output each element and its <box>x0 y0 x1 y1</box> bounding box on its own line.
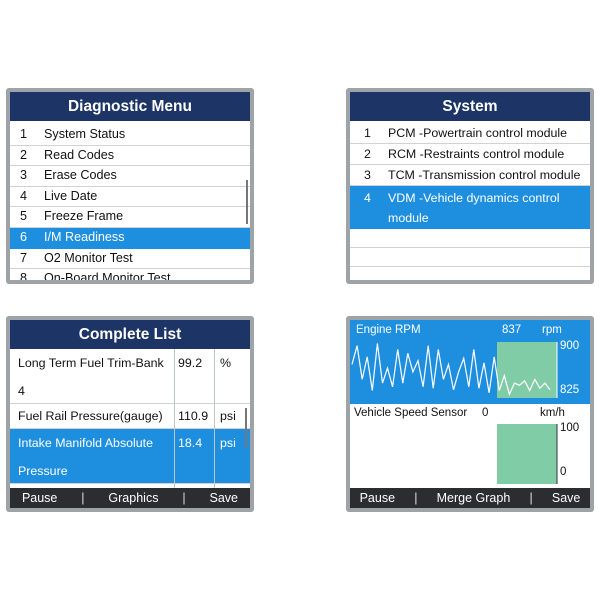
diagnostic-menu-body: Diagnostic Menu 1 System Status 2 Read Cod… <box>10 92 250 280</box>
system-empty-row <box>350 248 590 267</box>
system-empty-row <box>350 229 590 248</box>
menu-item-label: O2 Monitor Test <box>44 250 133 265</box>
pid-row-fuel-rail-pressure[interactable]: Fuel Rail Pressure(gauge) 110.9 psi <box>10 404 250 429</box>
system-item-rcm[interactable]: 2 RCM -Restraints control module <box>350 144 590 165</box>
diagnostic-menu-title: Diagnostic Menu <box>10 92 250 121</box>
menu-scrollbar[interactable] <box>246 180 248 224</box>
speed-highlight-region <box>497 424 557 484</box>
merge-graph-button[interactable]: Merge Graph <box>436 491 511 505</box>
menu-item-number: 2 <box>20 147 28 162</box>
pid-row-fuel-trim[interactable]: Long Term Fuel Trim-Bank 4 99.2 % <box>10 349 250 404</box>
system-list: 1 PCM -Powertrain control module 2 RCM -Re… <box>350 121 590 280</box>
complete-list-title: Complete List <box>10 320 250 349</box>
vehicle-speed-graph: Vehicle Speed Sensor 0 km/h 100 0 <box>350 404 590 488</box>
rpm-trace-line <box>351 343 551 397</box>
complete-list-button-bar: Pause | Graphics | Save <box>10 488 250 508</box>
menu-item-erase-codes[interactable]: 3 Erase Codes <box>10 166 250 187</box>
vehicle-speed-unit: km/h <box>540 407 565 419</box>
system-title: System <box>350 92 590 121</box>
pause-button[interactable]: Pause <box>21 491 58 505</box>
list-scrollbar[interactable] <box>245 408 247 448</box>
pid-unit: % <box>220 356 232 370</box>
menu-item-im-readiness[interactable]: 6 I/M Readiness <box>10 227 250 249</box>
menu-item-on-board-monitor-test[interactable]: 8 On-Board Monitor Test <box>10 269 250 280</box>
pid-name: Long Term Fuel Trim-Bank 4 <box>18 356 164 398</box>
pid-unit: psi <box>220 409 236 423</box>
menu-item-system-status[interactable]: 1 System Status <box>10 125 250 146</box>
pid-name: Fuel Rail Pressure(gauge) <box>18 409 163 423</box>
system-item-label: RCM -Restraints control module <box>388 147 565 161</box>
complete-list-screen: Complete List Long Term Fuel Trim-Bank 4… <box>6 316 254 512</box>
button-separator: | <box>529 491 533 505</box>
pid-unit: psi <box>220 436 236 450</box>
system-screen: System 1 PCM -Powertrain control module 2… <box>346 88 594 284</box>
menu-item-label: On-Board Monitor Test <box>44 271 171 280</box>
pid-name: Intake Manifold Absolute Pressure <box>18 436 154 478</box>
column-divider <box>174 349 175 488</box>
system-empty-row <box>350 267 590 280</box>
graph-body: Engine RPM 837 rpm 900 825 Vehicle Speed… <box>350 320 590 508</box>
menu-item-number: 8 <box>20 271 28 280</box>
system-item-label: VDM -Vehicle dynamics control module <box>388 191 560 225</box>
engine-rpm-unit: rpm <box>542 324 562 336</box>
pid-row-intake-manifold-pressure[interactable]: Intake Manifold Absolute Pressure 18.4 p… <box>10 429 250 484</box>
menu-item-label: I/M Readiness <box>44 229 125 244</box>
menu-item-freeze-frame[interactable]: 5 Freeze Frame <box>10 207 250 228</box>
pid-list: Long Term Fuel Trim-Bank 4 99.2 % Fuel R… <box>10 349 250 484</box>
system-item-tcm[interactable]: 3 TCM -Transmission control module <box>350 165 590 186</box>
menu-item-label: Live Date <box>44 188 98 203</box>
vehicle-speed-value: 0 <box>482 407 489 419</box>
engine-rpm-graph: Engine RPM 837 rpm 900 825 <box>350 320 590 404</box>
menu-item-number: 5 <box>20 209 28 224</box>
menu-item-number: 4 <box>20 188 28 203</box>
menu-item-o2-monitor-test[interactable]: 7 O2 Monitor Test <box>10 249 250 270</box>
menu-item-label: Erase Codes <box>44 168 117 183</box>
pause-button[interactable]: Pause <box>359 491 396 505</box>
button-separator: | <box>81 491 85 505</box>
menu-item-number: 6 <box>20 229 28 244</box>
vehicle-speed-label: Vehicle Speed Sensor <box>354 407 468 419</box>
vehicle-speed-min: 0 <box>560 466 567 478</box>
graphics-button[interactable]: Graphics <box>108 491 159 505</box>
system-item-label: PCM -Powertrain control module <box>388 126 568 140</box>
menu-item-label: Read Codes <box>44 147 115 162</box>
menu-item-number: 1 <box>20 127 28 141</box>
system-item-number: 2 <box>364 147 371 161</box>
save-button[interactable]: Save <box>209 491 238 505</box>
system-item-label: TCM -Transmission control module <box>388 168 581 182</box>
graph-screen: Engine RPM 837 rpm 900 825 Vehicle Speed… <box>346 316 594 512</box>
save-button[interactable]: Save <box>551 491 581 505</box>
menu-item-live-date[interactable]: 4 Live Date <box>10 187 250 208</box>
graph-button-bar: Pause | Merge Graph | Save <box>350 488 590 508</box>
diagnostic-menu-screen: Diagnostic Menu 1 System Status 2 Read Cod… <box>6 88 254 284</box>
pid-value: 99.2 <box>178 356 203 370</box>
column-divider <box>214 349 215 488</box>
engine-rpm-min: 825 <box>560 384 580 396</box>
system-item-vdm[interactable]: 4 VDM -Vehicle dynamics control module <box>350 186 590 229</box>
system-item-number: 1 <box>364 126 371 140</box>
system-item-number: 3 <box>364 168 371 182</box>
menu-item-label: Freeze Frame <box>44 209 124 224</box>
pid-value: 18.4 <box>178 436 203 450</box>
system-item-number: 4 <box>364 191 371 205</box>
vehicle-speed-plot <box>497 424 558 484</box>
engine-rpm-max: 900 <box>560 340 580 352</box>
vehicle-speed-max: 100 <box>560 422 580 434</box>
menu-item-number: 7 <box>20 250 28 265</box>
pid-value: 110.9 <box>178 409 209 423</box>
menu-item-number: 3 <box>20 168 28 183</box>
engine-rpm-label: Engine RPM <box>356 324 421 336</box>
button-separator: | <box>414 491 418 505</box>
engine-rpm-plot <box>351 342 558 398</box>
system-body: System 1 PCM -Powertrain control module 2… <box>350 92 590 280</box>
menu-item-label: System Status <box>44 127 126 141</box>
button-separator: | <box>182 491 186 505</box>
complete-list-body: Complete List Long Term Fuel Trim-Bank 4… <box>10 320 250 508</box>
menu-item-read-codes[interactable]: 2 Read Codes <box>10 146 250 167</box>
engine-rpm-value: 837 <box>502 324 522 336</box>
rpm-highlight-region <box>497 342 557 398</box>
system-item-pcm[interactable]: 1 PCM -Powertrain control module <box>350 123 590 144</box>
